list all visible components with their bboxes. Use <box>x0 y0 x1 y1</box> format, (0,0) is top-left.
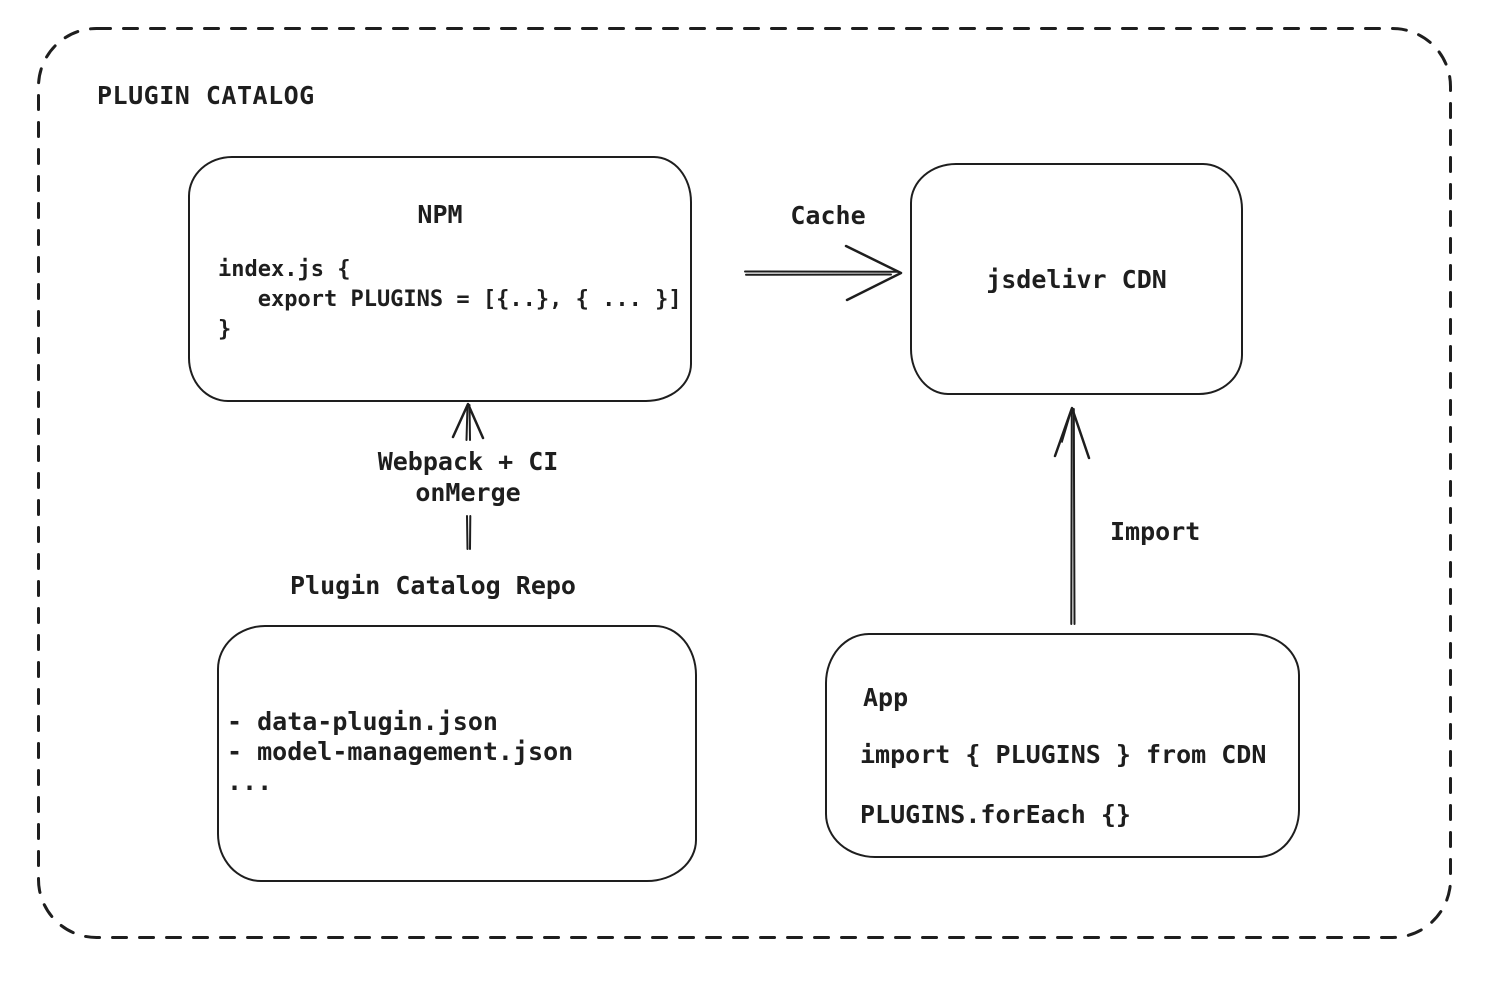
npm-node-title: NPM <box>190 200 690 230</box>
repo-file-2: - model-management.json <box>227 737 574 766</box>
import-arrow-label: Import <box>1110 517 1201 546</box>
cache-arrow-label: Cache <box>790 201 866 230</box>
npm-title-text: NPM <box>417 200 463 229</box>
app-code-line-1: import { PLUGINS } from CDN <box>860 740 1267 769</box>
npm-node: NPM index.js { export PLUGINS = [{..}, {… <box>188 156 692 402</box>
npm-code-line-1: index.js { <box>218 257 351 282</box>
app-node-title: App <box>863 683 909 712</box>
frame-title: PLUGIN CATALOG <box>97 81 315 110</box>
cdn-node-label: jsdelivr CDN <box>986 264 1167 294</box>
app-code-line-2: PLUGINS.forEach {} <box>860 800 1131 829</box>
repo-file-3: ... <box>227 767 273 796</box>
repo-file-1: - data-plugin.json <box>227 707 498 736</box>
app-node: App import { PLUGINS } from CDN PLUGINS.… <box>825 633 1300 858</box>
build-arrow-label: Webpack + CI onMerge <box>318 446 618 508</box>
cdn-node: jsdelivr CDN <box>910 163 1243 395</box>
npm-code-line-3: } <box>218 317 232 342</box>
cache-arrow <box>744 244 903 302</box>
repo-file-list: - data-plugin.json - model-management.js… <box>227 707 573 797</box>
build-label-line-1: Webpack + CI <box>377 447 559 476</box>
npm-code-block: index.js { export PLUGINS = [{..}, { ...… <box>218 255 682 345</box>
repo-node-heading: Plugin Catalog Repo <box>290 571 576 600</box>
repo-node: - data-plugin.json - model-management.js… <box>217 625 697 882</box>
import-arrow <box>1053 406 1091 625</box>
build-label-line-2: onMerge <box>415 478 521 507</box>
npm-code-line-2: export PLUGINS = [{..}, { ... }] <box>218 287 682 312</box>
